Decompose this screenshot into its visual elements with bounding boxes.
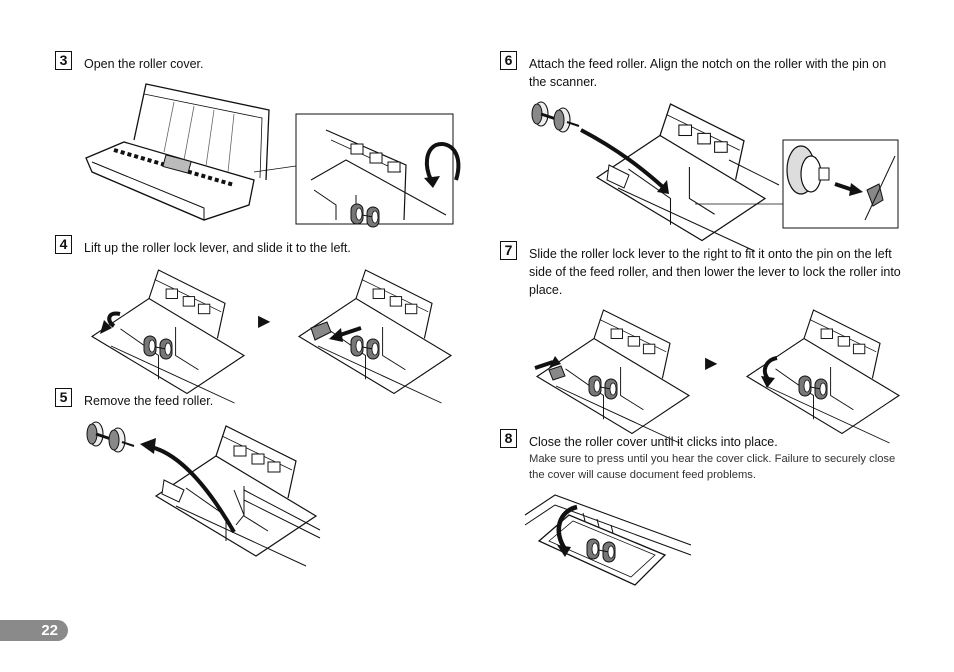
step-number: 4 <box>55 235 72 254</box>
step-text: Open the roller cover. <box>84 57 204 71</box>
attach-roller-illustration <box>530 100 901 252</box>
step-text: Attach the feed roller. Align the notch … <box>529 57 887 89</box>
step-number: 7 <box>500 241 517 260</box>
close-cover-illustration <box>525 495 691 587</box>
lift-lever-illustration <box>91 269 245 404</box>
slide-lever-left-illustration <box>298 269 452 404</box>
sequence-arrow: ▶ <box>705 355 718 372</box>
step-number: 5 <box>55 388 72 407</box>
step-text: Close the roller cover until it clicks i… <box>529 435 778 449</box>
scanner-open-cover-illustration <box>84 80 456 228</box>
step-note: Make sure to press until you hear the co… <box>529 453 896 481</box>
page-number: 22 <box>0 620 68 641</box>
sequence-arrow: ▶ <box>258 313 271 330</box>
step-text: Slide the roller lock lever to the right… <box>529 247 901 297</box>
step-number: 8 <box>500 429 517 448</box>
lower-lever-illustration <box>746 309 900 444</box>
step-text: Lift up the roller lock lever, and slide… <box>84 241 351 255</box>
remove-roller-illustration <box>85 420 320 567</box>
step-number: 3 <box>55 51 72 70</box>
slide-lever-right-illustration <box>531 309 690 444</box>
step-text: Remove the feed roller. <box>84 394 214 408</box>
step-number: 6 <box>500 51 517 70</box>
